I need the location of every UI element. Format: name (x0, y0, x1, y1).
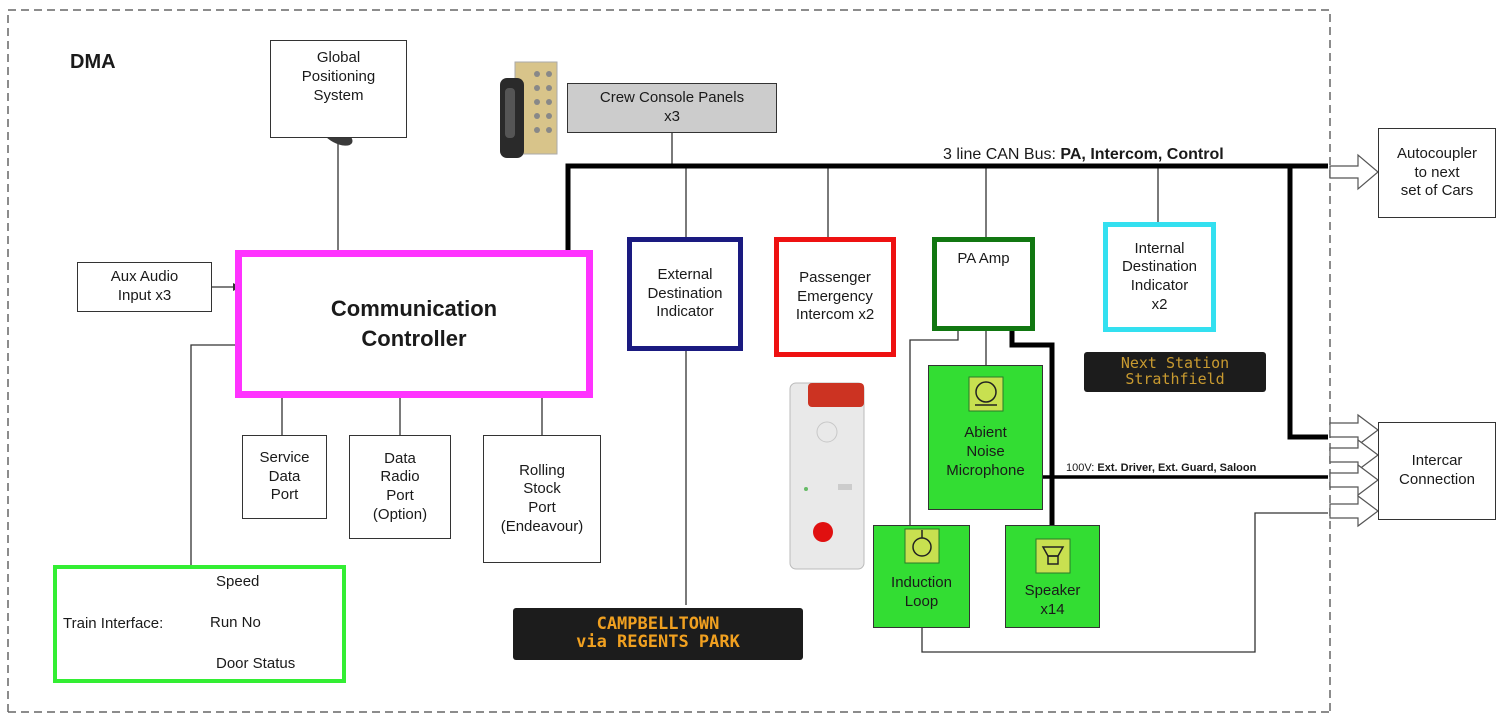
voltage-label: 100V: Ext. Driver, Ext. Guard, Saloon (1066, 462, 1256, 475)
communication-controller-box: Communication Controller (235, 250, 593, 398)
can-bus-bold: PA, Intercom, Control (1060, 146, 1224, 163)
noise-microphone-label: Abient Noise Microphone (946, 424, 1025, 479)
train-interface-box (53, 565, 346, 683)
noise-microphone-box: Abient Noise Microphone (928, 365, 1043, 510)
pa-amp-box: PA Amp (932, 237, 1035, 331)
can-bus-label: 3 line CAN Bus: PA, Intercom, Control (943, 145, 1224, 164)
train-interface-label: Train Interface: (63, 615, 164, 632)
internal-led-display: Next Station Strathfield (1084, 352, 1266, 392)
intercom-panel-icon (789, 382, 865, 570)
service-data-port-box: Service Data Port (242, 435, 327, 519)
intercar-connection-box: Intercar Connection (1378, 422, 1496, 520)
speaker-label: Speaker x14 (1024, 582, 1081, 618)
external-destination-indicator-box: External Destination Indicator (627, 237, 743, 351)
speaker-box: Speaker x14 (1005, 525, 1100, 628)
crew-console-box: Crew Console Panels x3 (567, 83, 777, 133)
internal-destination-indicator-box: Internal Destination Indicator x2 (1103, 222, 1216, 332)
induction-loop-icon (904, 528, 939, 564)
voltage-bold: Ext. Driver, Ext. Guard, Saloon (1097, 462, 1257, 474)
dma-boundary (7, 9, 1331, 712)
train-interface-door-status: Door Status (216, 655, 296, 672)
autocoupler-box: Autocoupler to next set of Cars (1378, 128, 1496, 218)
voltage-prefix: 100V: (1066, 462, 1098, 474)
handset-panel-icon (500, 61, 558, 158)
thin-connectors (190, 132, 1328, 653)
aux-audio-box: Aux Audio Input x3 (77, 262, 212, 312)
gps-box: Global Positioning System (270, 40, 407, 138)
can-bus-prefix: 3 line CAN Bus: (943, 146, 1061, 163)
induction-loop-box: Induction Loop (873, 525, 970, 628)
passenger-emergency-intercom-box: Passenger Emergency Intercom x2 (774, 237, 896, 357)
induction-loop-label: Induction Loop (891, 574, 952, 610)
train-interface-speed: Speed (216, 573, 260, 590)
diagram-title: DMA (70, 51, 116, 73)
rolling-stock-port-box: Rolling Stock Port (Endeavour) (483, 435, 601, 563)
data-radio-port-box: Data Radio Port (Option) (349, 435, 451, 539)
train-interface-run-no: Run No (210, 614, 261, 631)
hollow-arrows (1329, 153, 1379, 528)
microphone-icon (968, 376, 1003, 412)
external-led-display: CAMPBELLTOWN via REGENTS PARK (513, 608, 803, 660)
speaker-icon (1035, 538, 1070, 574)
thick-bus-lines (565, 163, 1328, 525)
